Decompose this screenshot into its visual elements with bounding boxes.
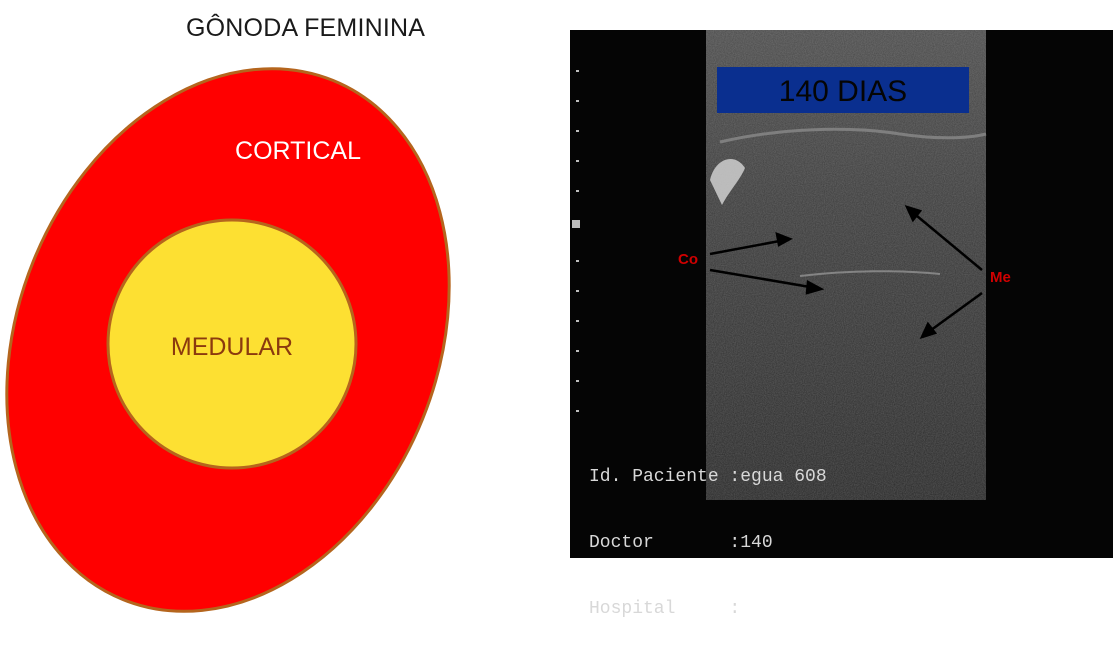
- scan-banner: 140 DIAS: [717, 67, 969, 113]
- me-marker: Me: [990, 269, 1011, 286]
- cortical-label: CORTICAL: [235, 137, 361, 165]
- medular-label: MEDULAR: [171, 333, 293, 361]
- ultrasound-image: 140 DIAS Co Me Id. Paciente :egua 608 Do…: [570, 30, 1113, 558]
- co-marker: Co: [678, 251, 698, 268]
- info-hospital: Hospital :: [589, 598, 827, 620]
- info-doctor: Doctor :140: [589, 532, 827, 554]
- patient-info: Id. Paciente :egua 608 Doctor :140 Hospi…: [589, 422, 827, 664]
- info-patient-id: Id. Paciente :egua 608: [589, 466, 827, 488]
- gonad-diagram: CORTICAL MEDULAR: [0, 0, 560, 621]
- depth-scale: [572, 70, 580, 412]
